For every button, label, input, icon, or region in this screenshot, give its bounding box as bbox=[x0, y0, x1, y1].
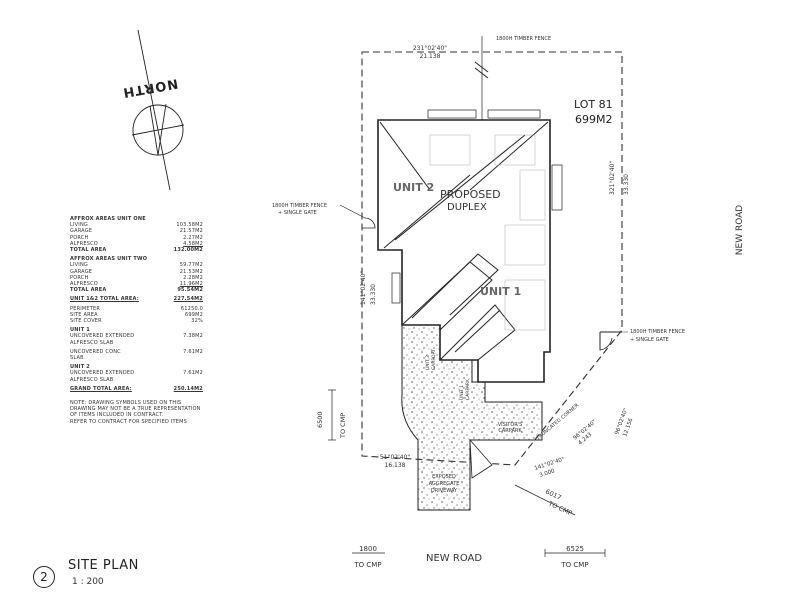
annotation-fr0: 1800H TIMBER FENCE bbox=[630, 329, 685, 335]
unit-2-label: UNIT 2 bbox=[393, 181, 435, 194]
annotation-65a: 6500 bbox=[316, 411, 324, 428]
annotation-drv1: AGGREGATE bbox=[429, 481, 460, 487]
driveway-hatch bbox=[401, 324, 543, 511]
drawing-scale: 1 : 200 bbox=[72, 577, 104, 587]
annotation-18b: TO CMP bbox=[353, 561, 381, 569]
grand-total: GRAND TOTAL AREA:250.14M2 bbox=[70, 385, 203, 392]
dim-left-length: 33.330 bbox=[370, 284, 377, 305]
drawing-title: SITE PLAN bbox=[68, 558, 139, 573]
lot-name: LOT 81 bbox=[574, 98, 613, 111]
lot-area: 699M2 bbox=[575, 113, 613, 126]
road-bottom-label: NEW ROAD bbox=[426, 553, 483, 564]
annotation-cp11: CARPARK bbox=[465, 378, 471, 400]
annotation-drv0: EXPOSED bbox=[432, 474, 456, 480]
annotation-fl0: 1800H TIMBER FENCE bbox=[272, 203, 327, 209]
combined-area: UNIT 1&2 TOTAL AREA:227.54M2 bbox=[70, 296, 203, 303]
annotation-cp21: CARPORT bbox=[431, 349, 437, 370]
annotation-dg2b: 3.000 bbox=[539, 468, 556, 479]
annotation-65b: TO CMP bbox=[339, 413, 347, 439]
annotation-cp10: UNIT 1 bbox=[459, 385, 465, 400]
annotation-18a: 1800 bbox=[359, 545, 377, 553]
annotation-fr1: + SINGLE GATE bbox=[630, 337, 669, 343]
unit-two-title: AFFROX AREAS UNIT TWO bbox=[70, 256, 148, 263]
dim-top-bearing: 231°02'40" bbox=[413, 45, 447, 52]
duplex-title: DUPLEX bbox=[447, 202, 487, 213]
drawing-number-badge: 2 bbox=[33, 566, 55, 588]
annotation-cp20: UNIT 2 bbox=[425, 355, 431, 370]
dim-right-bearing: 321°02'40" bbox=[609, 161, 616, 195]
annotation-ftop: 1800H TIMBER FENCE bbox=[496, 36, 551, 42]
annotation-drv2: DRIVEWAY bbox=[431, 488, 458, 494]
annotation-vis1: CARPARK bbox=[498, 428, 522, 434]
unit-one-title: AFFROX AREAS UNIT ONE bbox=[70, 216, 146, 222]
dim-right-length: 33.330 bbox=[623, 174, 630, 195]
road-right-label: NEW ROAD bbox=[735, 204, 746, 256]
annotation-65c: 6525 bbox=[566, 545, 584, 553]
dim-top-length: 21.138 bbox=[420, 53, 441, 60]
annotation-vis0: VISITOR'S bbox=[498, 422, 523, 428]
annotation-65d: TO CMP bbox=[560, 561, 588, 569]
proposed-title: PROPOSED bbox=[440, 188, 501, 201]
lot-boundary bbox=[361, 51, 623, 466]
annotation-60b: TO CMP bbox=[546, 499, 573, 517]
drawing-note: NOTE: DRAWING SYMBOLS USED ON THIS DRAWI… bbox=[70, 400, 201, 425]
dim-bottom-bearing: 51°02'40" bbox=[380, 454, 411, 461]
unit-1-label: UNIT 1 bbox=[480, 285, 522, 298]
dim-left-bearing: 141°02'40" bbox=[360, 271, 367, 305]
dim-bottom-length: 16.138 bbox=[385, 462, 406, 469]
north-arrow-icon bbox=[131, 29, 185, 191]
annotation-fl1: + SINGLE GATE bbox=[278, 210, 317, 216]
annotation-60a: 6017 bbox=[544, 488, 562, 502]
